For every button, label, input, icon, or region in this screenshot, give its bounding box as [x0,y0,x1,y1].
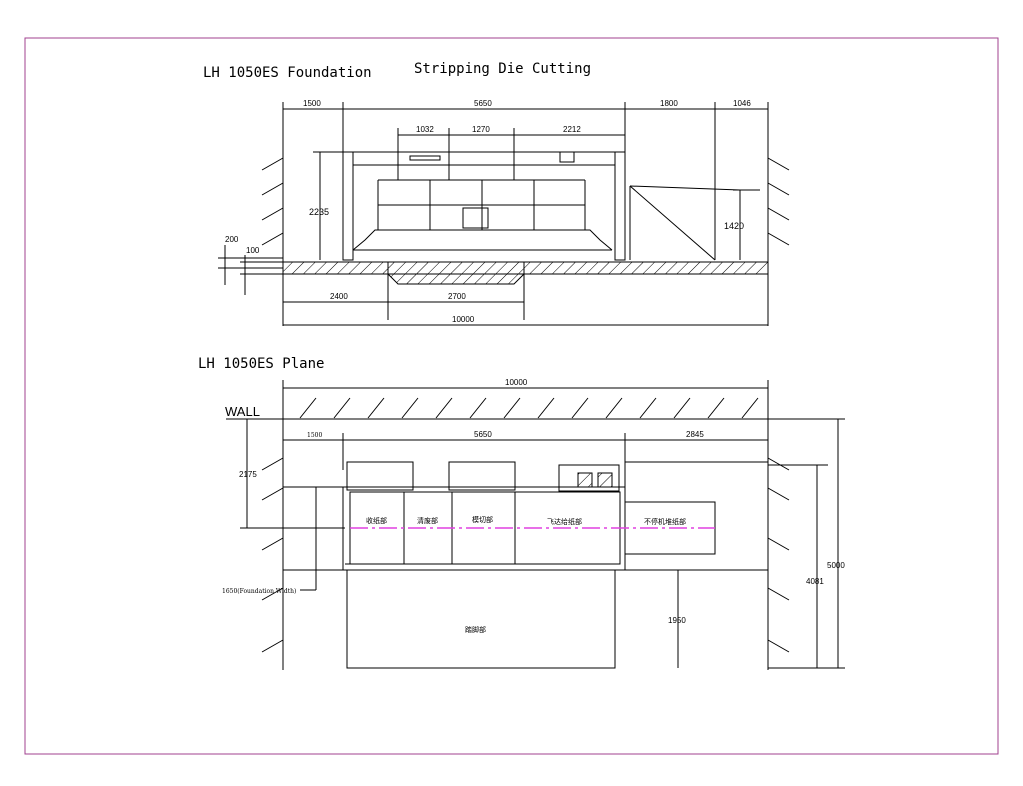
dim-2235: 2235 [309,207,329,217]
dim-1950: 1950 [668,616,686,625]
dim-100: 100 [246,246,260,255]
section-die-cutting: 模切部 [472,515,493,524]
dim-2175: 2175 [239,470,257,479]
foundation-width-label: 1650(Foundation Width) [222,588,296,595]
dim-10000-plane: 10000 [505,378,528,387]
section-nonstop-pile: 不停机堆纸部 [644,517,686,526]
dim-1046: 1046 [733,99,751,108]
dim-5650-plane: 5650 [474,430,492,439]
dim-1270: 1270 [472,125,490,134]
section-delivery: 收纸部 [366,516,387,525]
foundation-dimensions: 1500 5650 1800 1046 1032 1270 2212 2235 … [225,99,751,324]
dim-200: 200 [225,235,239,244]
dim-2400: 2400 [330,292,348,301]
dim-2845-plane: 2845 [686,430,704,439]
dim-1032: 1032 [416,125,434,134]
dim-1500-plane: 1500 [307,432,322,439]
dim-2700: 2700 [448,292,466,301]
wall-label: WALL [225,404,260,419]
dim-4081: 4081 [806,577,824,586]
dim-1500: 1500 [303,99,321,108]
foundation-elevation [218,102,790,326]
plane-labels: WALL 10000 1500 5650 2845 2175 1650(Foun… [222,378,845,634]
dim-10000-foundation: 10000 [452,315,475,324]
sheet-frame [24,37,999,755]
section-feeder: 飞达给纸部 [547,517,582,526]
machine-title: Stripping Die Cutting [414,61,591,77]
dim-5000: 5000 [827,561,845,570]
plane-title: LH 1050ES Plane [198,356,324,372]
foundation-title: LH 1050ES Foundation [203,65,372,81]
plane-view [226,380,845,670]
dim-2212: 2212 [563,125,581,134]
section-pedal: 踏脚部 [465,625,486,634]
control-panel-vents [577,472,613,488]
section-stripping: 清废部 [417,516,438,525]
dim-1800: 1800 [660,99,678,108]
dim-5650: 5650 [474,99,492,108]
dim-1420: 1420 [724,221,744,231]
